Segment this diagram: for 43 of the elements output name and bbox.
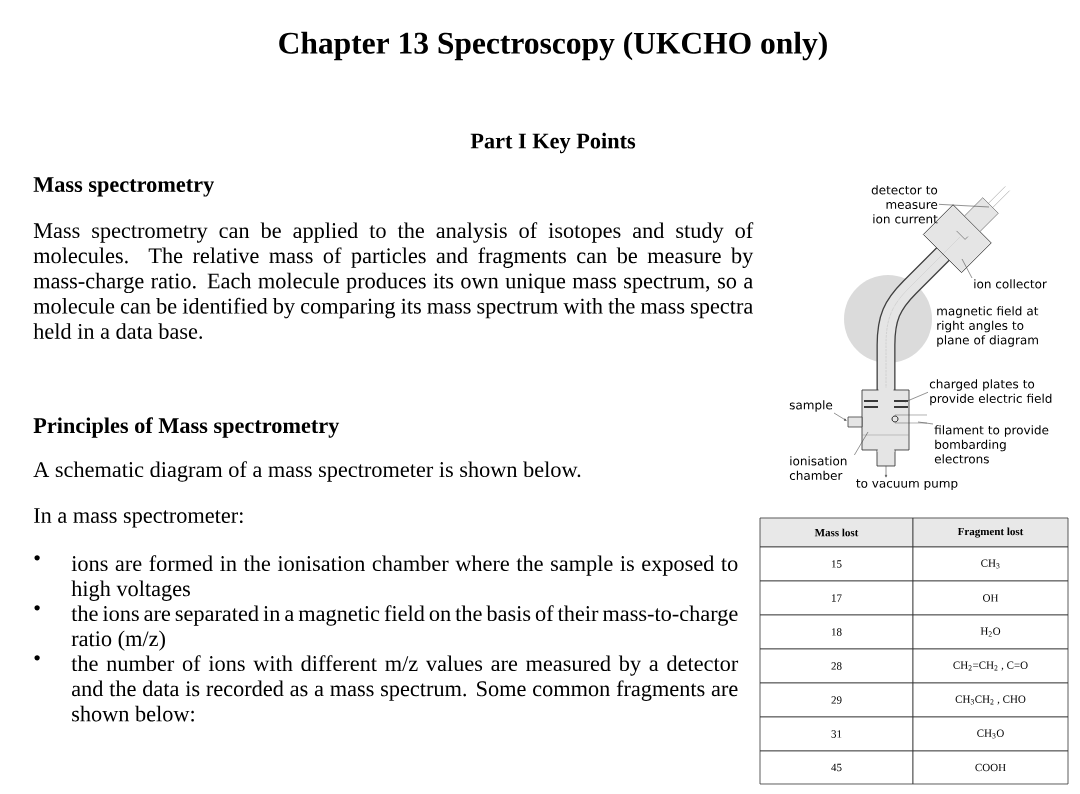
diagram-label: charged plates to provide electric field <box>929 379 1052 406</box>
bullet-text: the number of ions with different m/z values are measured by a detector and the data is recorded as a mass spectrum. Some common fragments are shown below: <box>71 655 739 722</box>
table-cell: 31 <box>759 716 914 752</box>
diagram-label: sample <box>789 400 833 412</box>
heading: Principles of Mass spectrometry <box>33 417 340 438</box>
table-cell: 28 <box>759 648 914 684</box>
diagram-label: magnetic field at right angles to plane of diagram <box>937 306 1039 347</box>
diagram-label: detector to measure ion current <box>871 185 938 224</box>
title: Chapter 13 Spectroscopy (UKCHO only) <box>279 31 827 61</box>
table-cell: 17 <box>759 580 914 616</box>
bullet-mark: • <box>34 655 40 661</box>
arrow <box>833 412 847 421</box>
leader-line <box>904 391 929 403</box>
diagram-label: ionisation chamber <box>789 456 847 480</box>
leader-line <box>961 258 973 279</box>
paragraph: In a mass spectrometer: <box>34 508 243 528</box>
bullet-mark: • <box>34 605 40 611</box>
leader-line <box>854 431 869 456</box>
table-cell: CH$_{3}$O <box>912 716 1069 752</box>
table-cell: CH$_{3}$CH$_{2}$ , CHO <box>912 682 1069 718</box>
arrow <box>884 465 888 478</box>
table-cell: 29 <box>759 682 914 718</box>
paragraph: Mass spectrometry can be applied to the analysis of isotopes and study of molecules. The relative mass of particles and fragments can be measure by mass-charge ratio. Each molecule produces its own unique mass spectrum, so a molecule can be identified by comparing its mass spectrum with the mass spectra held in a data base. <box>33 222 754 339</box>
table-cell: COOH <box>912 750 1069 785</box>
table-cell: CH$_{2}$=CH$_{2}$ , C=O <box>912 648 1069 684</box>
table-cell: 15 <box>759 546 914 582</box>
paragraph: A schematic diagram of a mass spectrometer is shown below. <box>33 461 581 482</box>
table-cell: 45 <box>759 750 914 785</box>
diagram-label: filament to provide bombarding electrons <box>934 425 1049 464</box>
diagram-label: ion collector <box>974 279 1047 289</box>
table-cell: 18 <box>759 614 914 650</box>
heading: Mass spectrometry <box>33 177 214 197</box>
heading: Part I Key Points <box>470 132 636 154</box>
bullet-mark: • <box>34 555 40 561</box>
bullet-text: the ions are separated in a magnetic field on the basis of their mass-to-charge ratio (m/z) <box>71 605 738 651</box>
table-cell: OH <box>912 580 1069 616</box>
table-cell: H$_{2}$O <box>912 614 1069 650</box>
table-header-cell: Fragment lost <box>912 517 1069 548</box>
diagram-label: to vacuum pump <box>856 479 958 491</box>
leader-line <box>938 204 990 208</box>
table-cell: CH$_{3}$ <box>912 546 1069 582</box>
leader-line <box>917 421 934 425</box>
table-header-cell: Mass lost <box>759 517 914 548</box>
